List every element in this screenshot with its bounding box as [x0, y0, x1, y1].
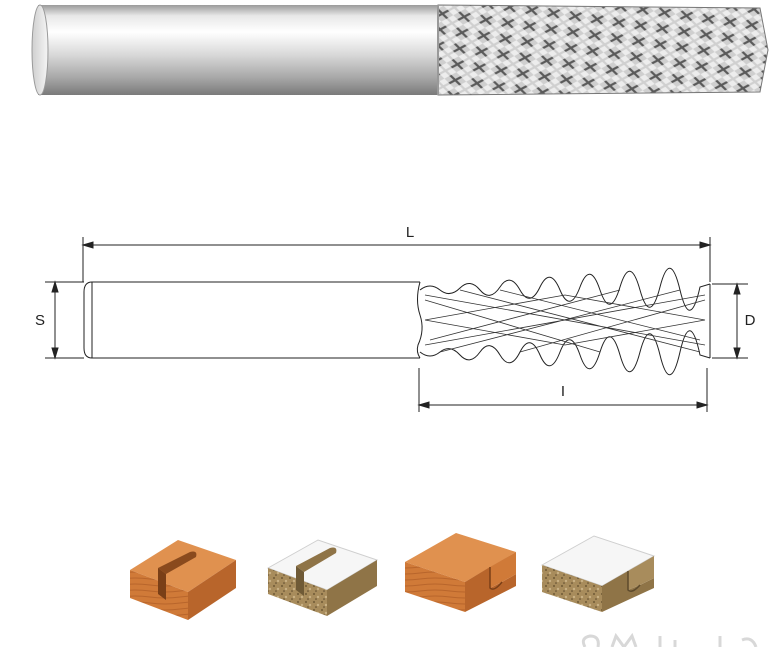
solid-wood-slot-sample-icon — [130, 540, 236, 620]
watermark-fragment — [581, 632, 758, 647]
label-s: S — [35, 312, 45, 329]
cutting-section-outline — [416, 267, 711, 376]
shank-outline — [83, 281, 420, 359]
label-d: D — [745, 312, 756, 329]
solid-wood-rebate-sample-icon — [405, 533, 516, 612]
label-i: I — [561, 383, 565, 400]
shank-body — [38, 5, 450, 95]
router-bit-photo — [31, 4, 769, 96]
label-l: L — [406, 224, 414, 241]
shank-end-cap — [31, 4, 49, 96]
laminated-board-slot-sample-icon — [266, 539, 379, 616]
fluted-cutting-head — [437, 4, 769, 96]
technical-drawing — [45, 237, 748, 412]
laminated-board-rebate-sample-icon — [540, 535, 656, 612]
